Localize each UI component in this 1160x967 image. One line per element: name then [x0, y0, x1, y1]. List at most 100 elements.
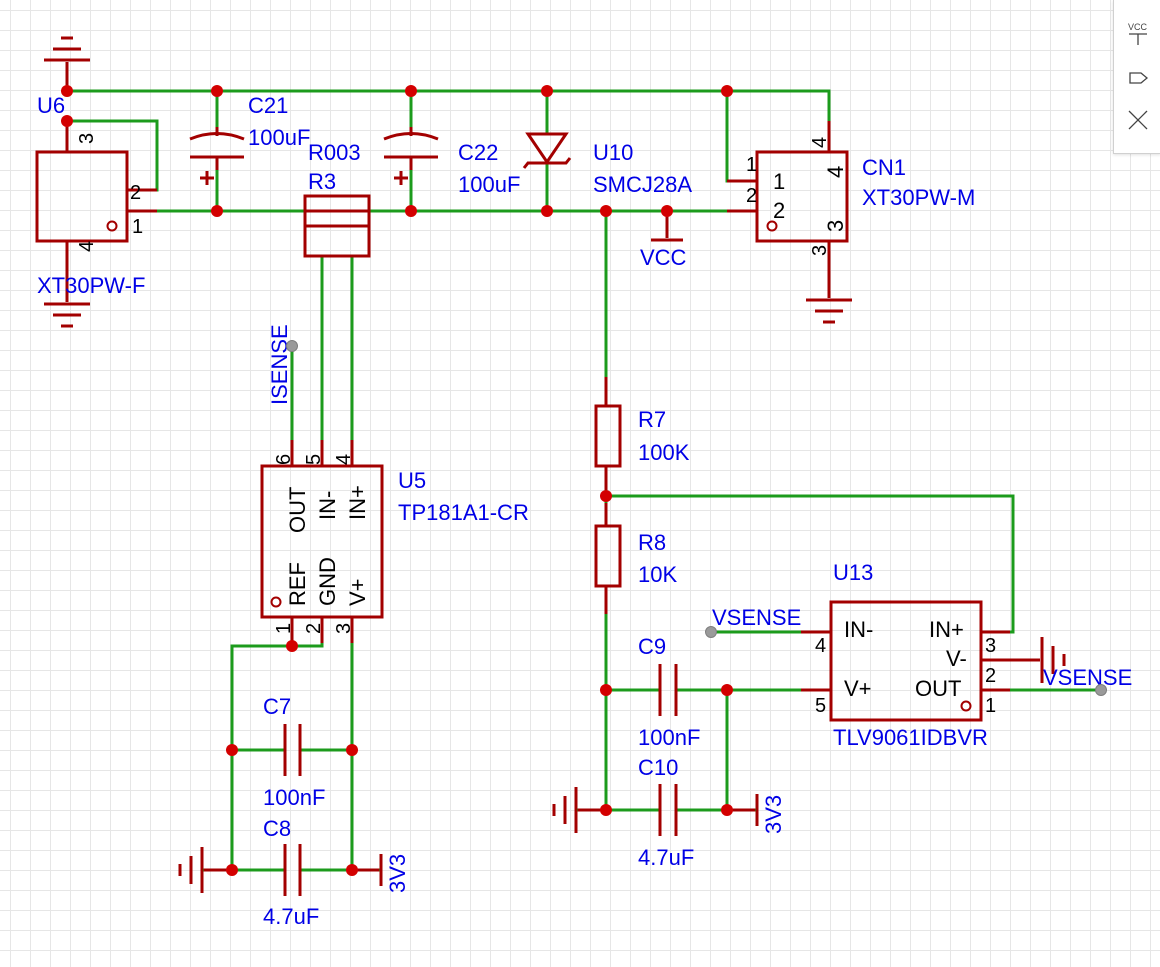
u13-pin-name-in-minus: IN- [844, 617, 873, 642]
u10-value: SMCJ28A [593, 172, 692, 197]
c21-capacitor[interactable]: C21 100uF [189, 93, 310, 185]
u13-pin-1: 1 [985, 695, 996, 717]
wire-u5-vplus [350, 641, 381, 872]
ground-symbol [178, 847, 232, 893]
cn1-body [755, 150, 849, 243]
vcc-tool-label: VCC [1128, 22, 1148, 32]
u6-pin-4: 4 [76, 241, 98, 252]
cn1-connector[interactable]: 1 2 4 3 1 2 3 4 CN1 XT30PW-M [727, 121, 975, 262]
cn1-pin-4: 4 [809, 137, 831, 148]
cn1-designator: CN1 [862, 155, 906, 180]
u13-opamp[interactable]: 4 5 3 2 1 IN- V+ IN+ V- OUT U13 TLV9061I… [801, 560, 1010, 750]
junction-dot [721, 804, 733, 816]
c7-designator: C7 [263, 694, 291, 719]
r8-body [594, 524, 622, 588]
c10-designator: C10 [638, 755, 678, 780]
u6-pin-2: 2 [130, 182, 141, 204]
junction-dot [721, 684, 733, 696]
vcc-power-tool[interactable]: VCC [1122, 18, 1154, 50]
junction-dot [600, 804, 612, 816]
junction-dot [721, 85, 733, 97]
c10-value: 4.7uF [638, 845, 694, 870]
u10-tvs-diode[interactable]: U10 SMCJ28A [522, 132, 692, 197]
u13-pin-2: 2 [985, 665, 996, 687]
junction-dot [61, 115, 73, 127]
u13-pin-name-vminus: V- [946, 646, 967, 671]
cn1-pin-1-outer: 1 [746, 154, 757, 176]
u5-pin-name-gnd: GND [315, 557, 340, 606]
pin1-marker [960, 700, 972, 712]
junction-dot [541, 205, 553, 217]
vcc-power-icon: VCC [1128, 22, 1148, 45]
u10-zener-bar [522, 157, 572, 169]
c8-value: 4.7uF [263, 904, 319, 929]
net-label-3v3-c8: 3V3 [385, 854, 410, 893]
u13-value: TLV9061IDBVR [833, 725, 988, 750]
pin1-marker [766, 220, 778, 232]
c9-designator: C9 [638, 634, 666, 659]
r3-value: R003 [308, 140, 361, 165]
c10-capacitor[interactable]: C10 4.7uF [638, 755, 694, 870]
r3-designator: R3 [308, 169, 336, 194]
r7-value: 100K [638, 440, 690, 465]
u5-pin-name-ref: REF [285, 562, 310, 606]
net-endpoint-dot [286, 340, 298, 352]
wire-u6-pin3 [65, 119, 159, 192]
r7-resistor[interactable]: R7 100K [594, 377, 690, 490]
u6-pin-1: 1 [132, 216, 143, 238]
net-port-tool[interactable] [1122, 62, 1154, 94]
c7-capacitor[interactable]: C7 100nF [263, 694, 325, 810]
u5-pin-name-in-plus: IN+ [345, 485, 370, 520]
u6-designator: U6 [37, 93, 65, 118]
no-connect-icon [1128, 110, 1148, 130]
r7-body [594, 404, 622, 468]
c9-capacitor[interactable]: C9 100nF [638, 634, 700, 750]
r8-designator: R8 [638, 530, 666, 555]
u5-pin-name-out: OUT [285, 487, 310, 533]
junction-dot [541, 85, 553, 97]
ground-symbol [1010, 637, 1066, 683]
placement-toolbar: VCC [1113, 0, 1160, 154]
u13-pin-name-vplus: V+ [844, 676, 872, 701]
junction-dot [211, 205, 223, 217]
junction-dot [600, 205, 612, 217]
wire-top-rail [65, 89, 831, 152]
c22-capacitor[interactable]: C22 100uF [383, 127, 520, 197]
junction-dot [226, 744, 238, 756]
no-connect-tool[interactable] [1122, 104, 1154, 136]
junction-dot [346, 864, 358, 876]
cn1-pin-3-name: 3 [823, 220, 848, 232]
u6-body [35, 150, 129, 243]
u13-pin-name-in-plus: IN+ [929, 617, 964, 642]
net-label-3v3-c10: 3V3 [761, 795, 786, 834]
net-label-vcc: VCC [640, 245, 687, 270]
u13-pin-3: 3 [985, 635, 996, 657]
u5-designator: U5 [398, 468, 426, 493]
junction-dot [405, 205, 417, 217]
u5-current-sense-amp[interactable]: 6 5 4 1 2 3 OUT IN- IN+ REF GND V+ U5 TP… [260, 440, 529, 646]
u10-triangle [525, 132, 569, 165]
junction-dot [600, 490, 612, 502]
u5-pin-6: 6 [273, 454, 295, 465]
net-endpoint-dot [705, 626, 717, 638]
net-label-isense: ISENSE [267, 324, 292, 405]
pin1-marker [270, 596, 282, 608]
net-endpoint-dot [1095, 684, 1107, 696]
net-labels: VCC ISENSE VSENSE VSENSE 3V3 3V3 [267, 245, 1132, 893]
u6-connector[interactable]: 1 2 3 4 U6 XT30PW-F [35, 93, 157, 298]
u5-pin-name-vplus: V+ [345, 578, 370, 606]
r3-shunt-resistor[interactable]: R003 R3 [303, 140, 371, 258]
c8-designator: C8 [263, 816, 291, 841]
c8-capacitor[interactable]: C8 4.7uF [263, 816, 319, 929]
r8-resistor[interactable]: R8 10K [594, 503, 677, 614]
junction-dot [405, 85, 417, 97]
ground-symbol [44, 36, 90, 91]
junction-dot [226, 864, 238, 876]
junction-dot [61, 85, 73, 97]
r8-value: 10K [638, 562, 677, 587]
u6-value: XT30PW-F [37, 273, 145, 298]
u5-pin-3: 3 [333, 623, 355, 634]
c21-curved-plate [189, 132, 245, 141]
u5-pin-4: 4 [333, 454, 355, 465]
